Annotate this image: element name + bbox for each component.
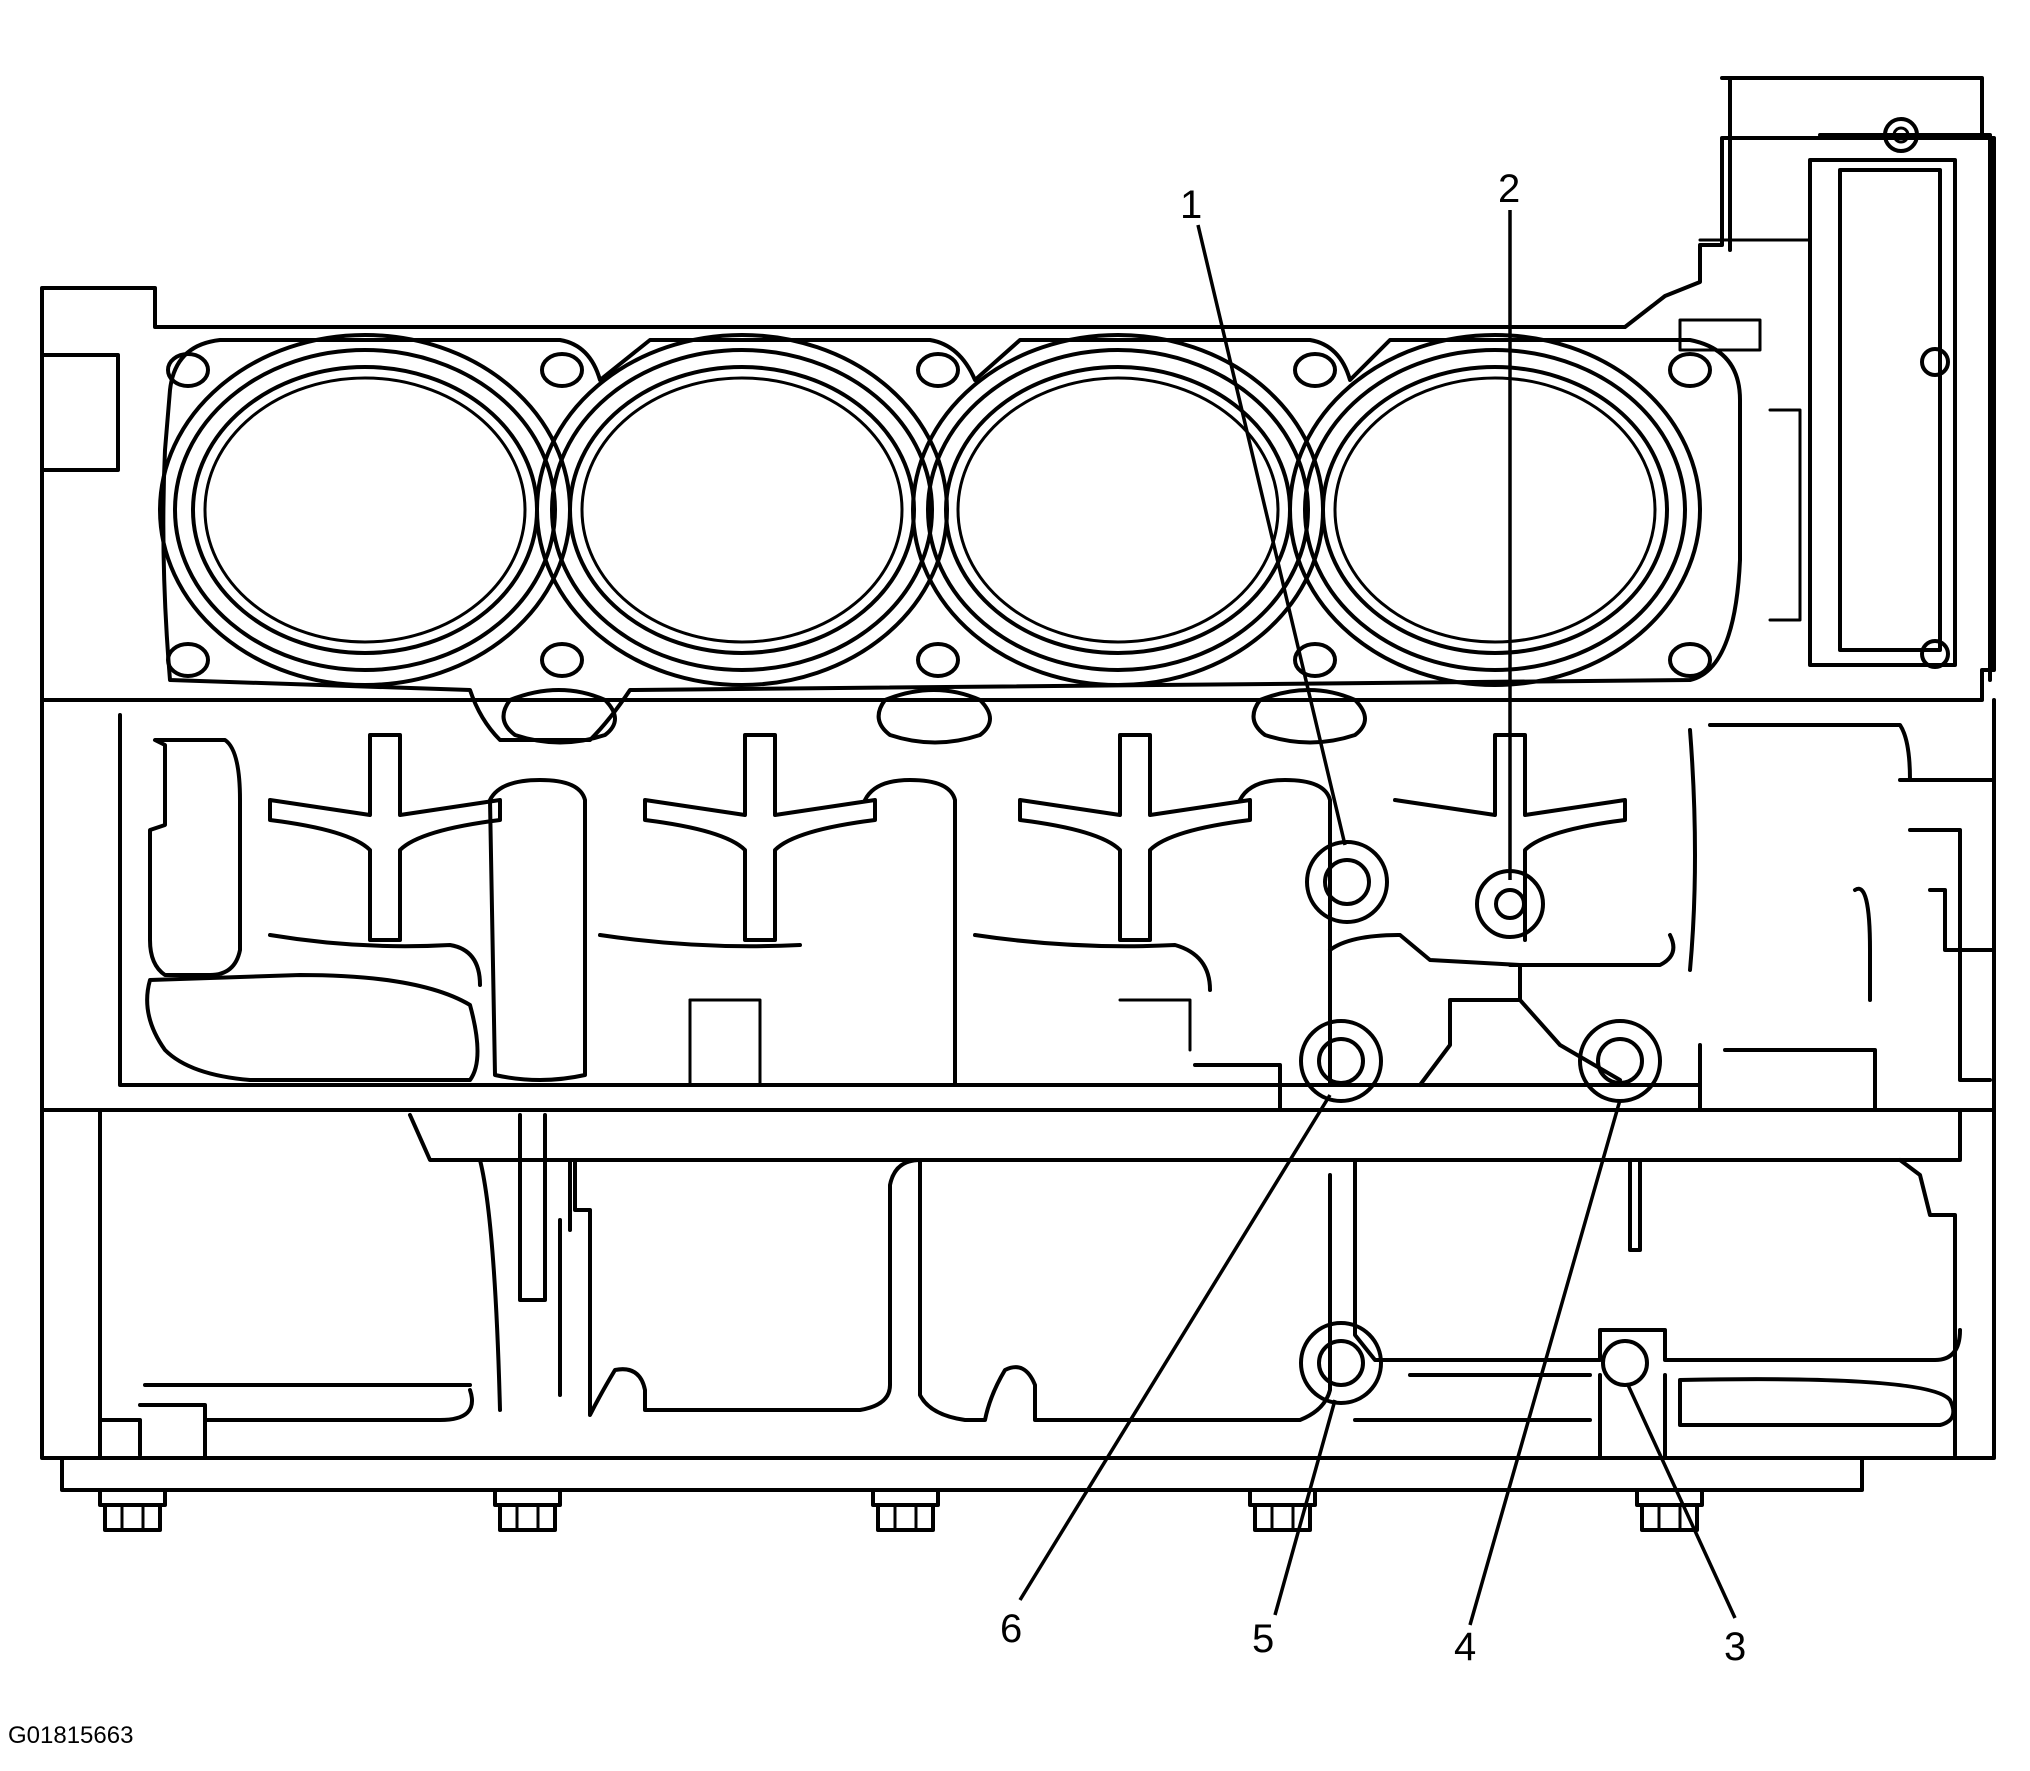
bedplate xyxy=(40,1108,1996,1532)
leader-3 xyxy=(1626,1384,1737,1619)
cylinder-block-deck xyxy=(40,76,1996,745)
leader-4 xyxy=(1468,1099,1622,1626)
figure-id: G01815663 xyxy=(8,1722,133,1749)
callout-6: 6 xyxy=(1000,1607,1022,1651)
oil-pan-bolts xyxy=(98,1488,1704,1532)
leader-1 xyxy=(1196,224,1347,846)
crankcase-side-wall xyxy=(40,698,1996,1112)
leader-6 xyxy=(1018,1094,1332,1601)
callout-2: 2 xyxy=(1498,167,1520,211)
callout-5: 5 xyxy=(1252,1617,1274,1661)
callout-4: 4 xyxy=(1454,1625,1476,1669)
callout-leaders xyxy=(1018,210,1737,1626)
leader-5 xyxy=(1273,1399,1337,1616)
callout-3: 3 xyxy=(1724,1625,1746,1669)
callout-labels: 1 2 3 4 5 6 xyxy=(1000,167,1746,1669)
callout-1: 1 xyxy=(1180,183,1202,227)
